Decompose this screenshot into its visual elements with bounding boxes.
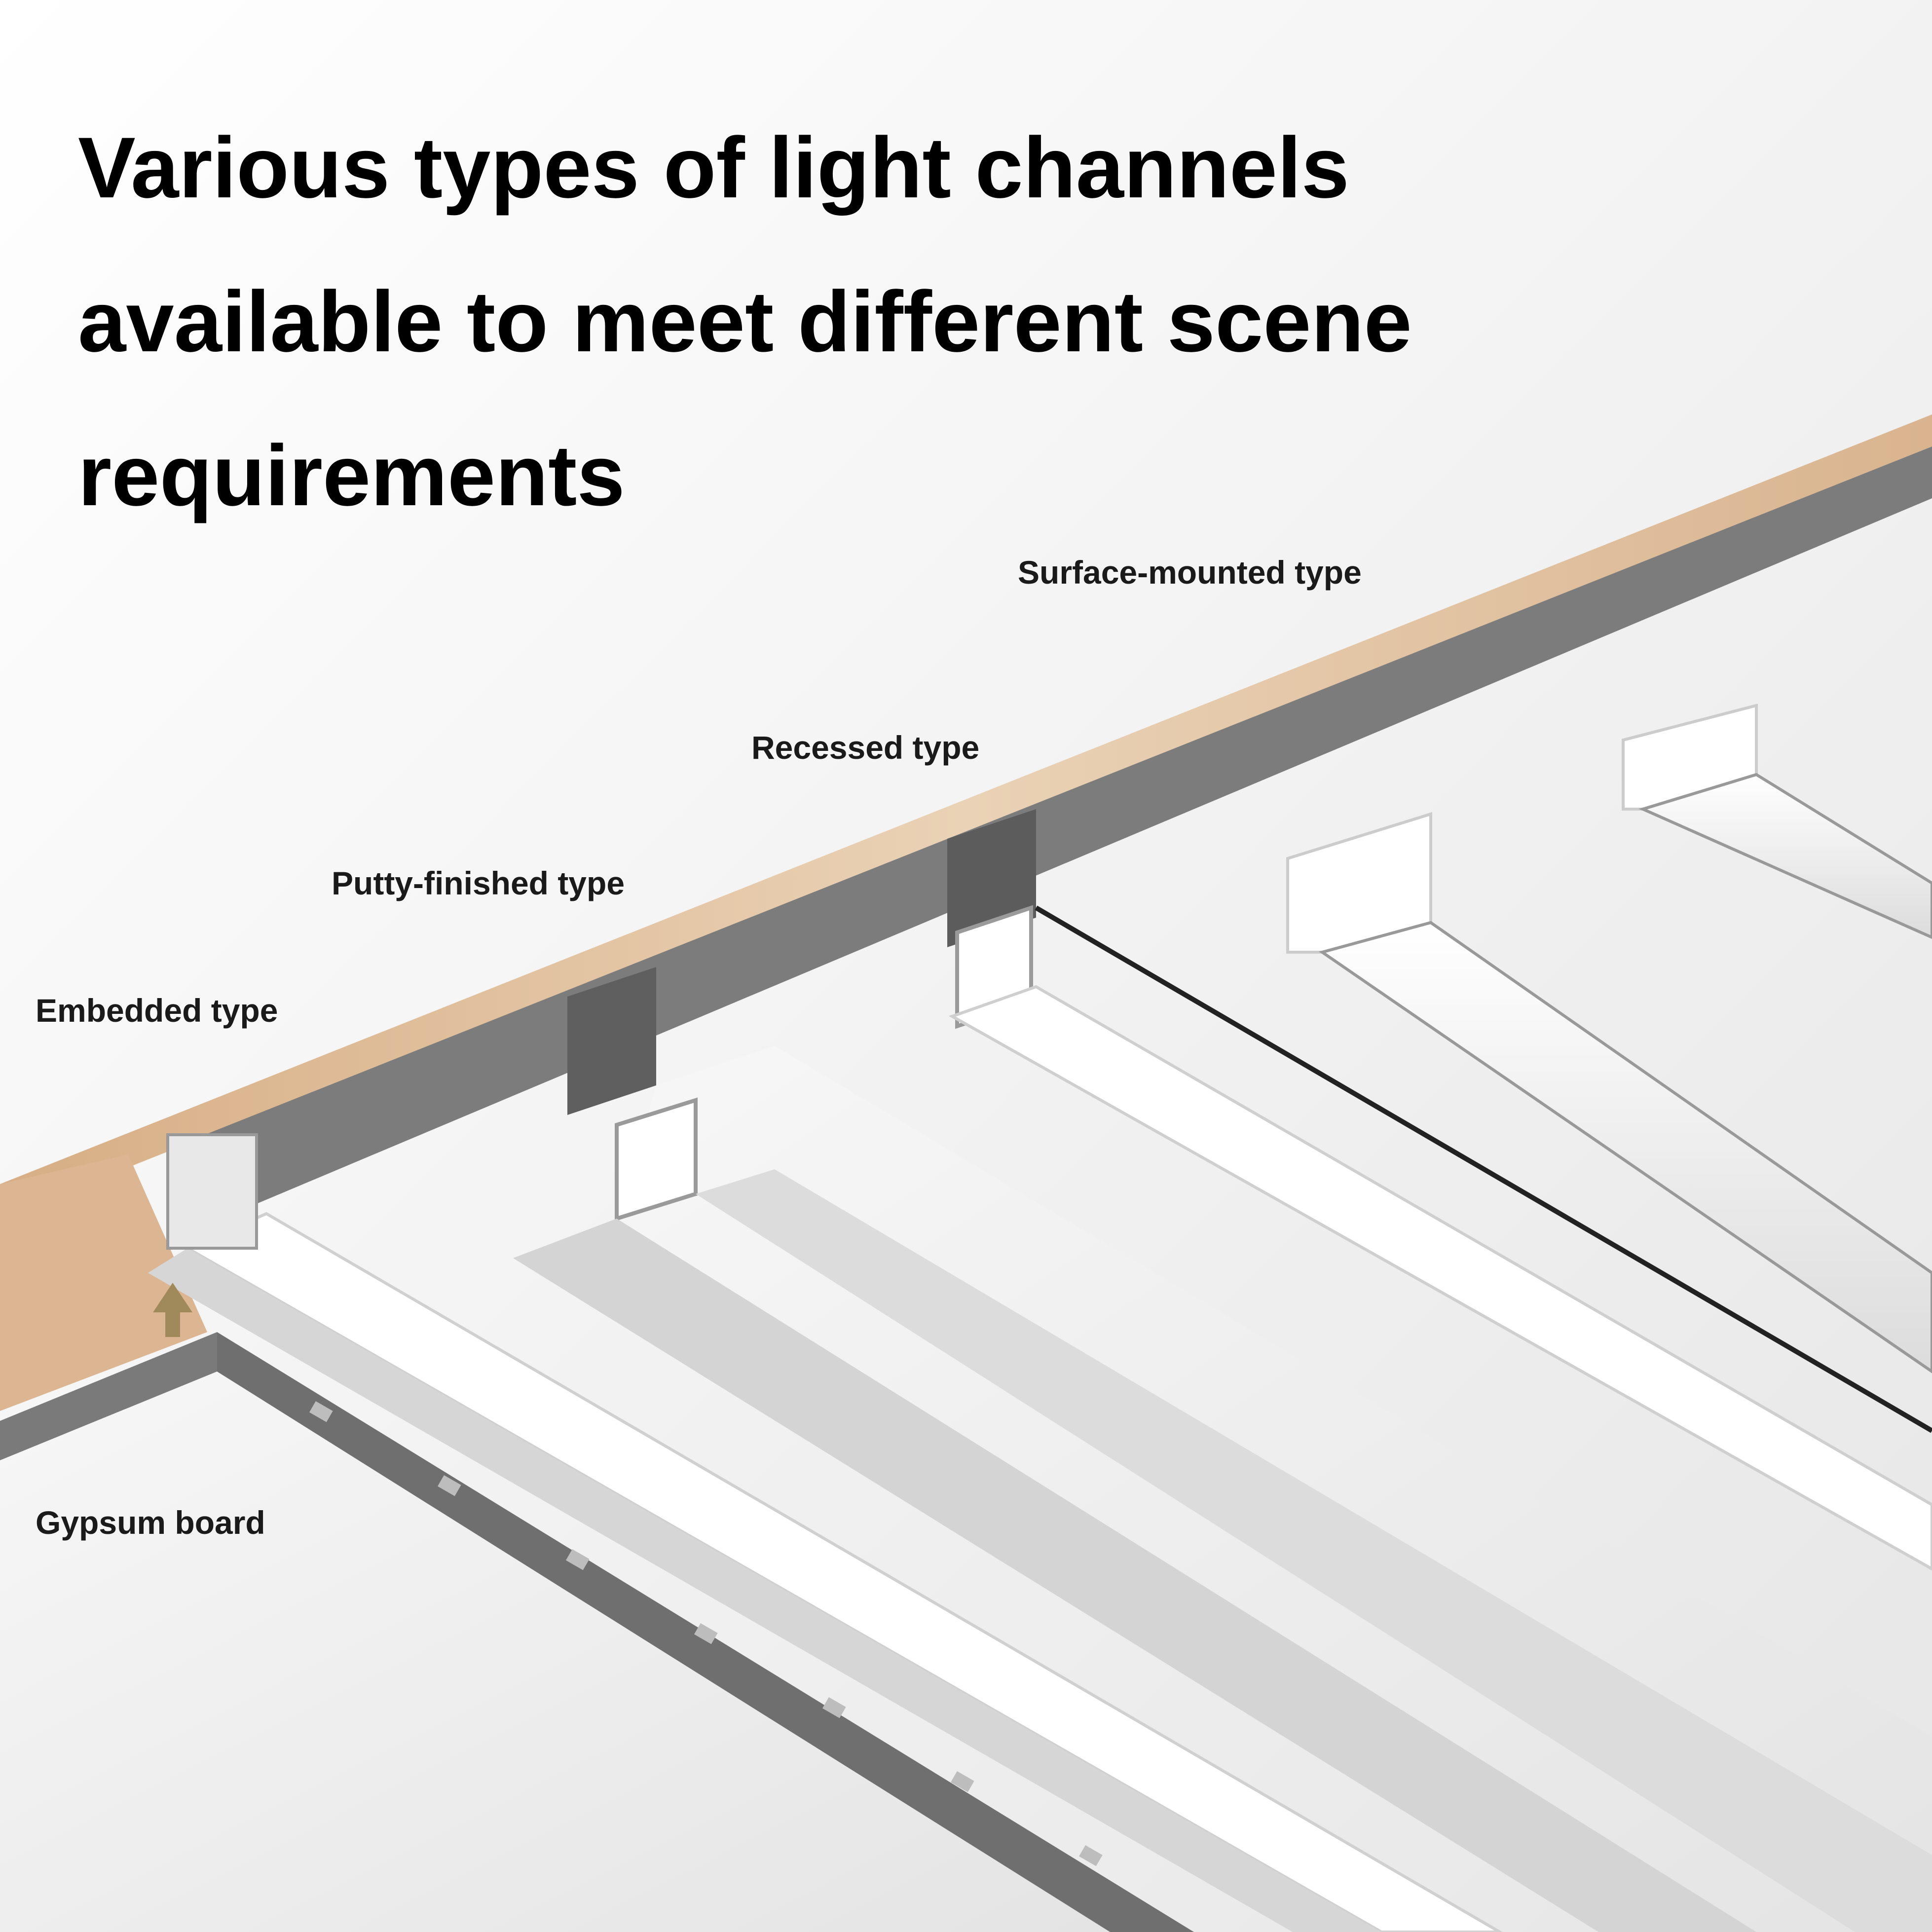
putty-finished-mesh (513, 1219, 1756, 1932)
page-title: Various types of light channels availabl… (78, 91, 1706, 553)
surface-channel-2-body (1638, 773, 1932, 939)
up-arrow-icon (153, 1283, 192, 1337)
gypsum-board-edge (0, 1332, 217, 1460)
title-line-2: available to meet different scene (78, 274, 1412, 370)
label-surface-mounted-type: Surface-mounted type (1018, 554, 1362, 591)
wood-ceiling-strip (0, 414, 1932, 1219)
embedded-channel-mesh (148, 1248, 1381, 1932)
embedded-channel-clips (309, 1401, 1103, 1866)
recessed-channel-strip (948, 985, 1932, 1571)
label-putty-finished-type: Putty-finished type (332, 865, 625, 901)
embedded-end-cap (166, 1133, 258, 1250)
label-recessed-type: Recessed type (751, 729, 980, 766)
putty-finished-mesh-2 (696, 1169, 1932, 1932)
title-line-3: requirements (78, 428, 625, 524)
title-line-1: Various types of light channels (78, 120, 1349, 216)
wood-left-corner (0, 1154, 207, 1411)
putty-block-dark (567, 967, 656, 1115)
label-gypsum-board: Gypsum board (36, 1504, 265, 1541)
gypsum-board-face (0, 1372, 1110, 1932)
recessed-channel-edge (1035, 905, 1932, 1433)
surface-channel-1-body (1318, 921, 1932, 1374)
label-embedded-type: Embedded type (36, 992, 278, 1029)
